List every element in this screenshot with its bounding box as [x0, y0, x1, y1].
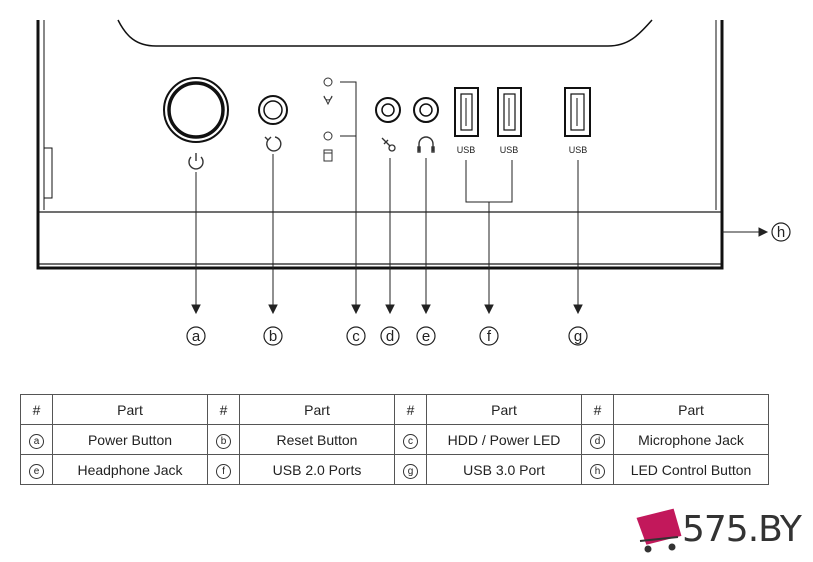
- row-letter: f: [216, 463, 231, 479]
- row-part: Power Button: [52, 424, 208, 455]
- case-outline: [36, 20, 724, 270]
- hdd-icon: [323, 149, 333, 162]
- top-window: [117, 19, 653, 47]
- callout-b: b: [263, 326, 283, 346]
- microphone-icon: [381, 137, 396, 152]
- svg-text:h: h: [777, 224, 785, 241]
- row-part: Reset Button: [239, 424, 395, 455]
- table-header-row: # Part # Part # Part # Part: [20, 394, 769, 425]
- svg-text:a: a: [192, 328, 201, 345]
- table-row: a Power Button b Reset Button c HDD / Po…: [20, 424, 769, 455]
- callout-f: f: [479, 326, 499, 346]
- power-icon: [188, 153, 204, 170]
- parts-table: # Part # Part # Part # Part a Power Butt…: [20, 394, 769, 485]
- callout-a: a: [186, 326, 206, 346]
- microphone-jack-inner: [381, 103, 395, 117]
- callout-d: d: [380, 326, 400, 346]
- header-part: Part: [239, 394, 395, 425]
- headphone-icon: [417, 136, 435, 153]
- power-led-icon: [323, 95, 333, 106]
- header-part: Part: [613, 394, 769, 425]
- row-part: Microphone Jack: [613, 424, 769, 455]
- svg-text:e: e: [422, 328, 430, 345]
- row-letter: b: [216, 433, 231, 449]
- reset-button: [258, 95, 288, 125]
- header-num: #: [394, 394, 427, 425]
- callout-e: e: [416, 326, 436, 346]
- row-part: USB 2.0 Ports: [239, 454, 395, 485]
- svg-text:d: d: [386, 328, 394, 345]
- callout-g: g: [568, 326, 588, 346]
- header-part: Part: [52, 394, 208, 425]
- row-letter: c: [403, 433, 418, 449]
- table-row: e Headphone Jack f USB 2.0 Ports g USB 3…: [20, 454, 769, 485]
- reset-button-inner: [263, 100, 283, 120]
- row-part: LED Control Button: [613, 454, 769, 485]
- callout-c: c: [346, 326, 366, 346]
- row-part: Headphone Jack: [52, 454, 208, 485]
- svg-text:g: g: [574, 328, 582, 345]
- header-part: Part: [426, 394, 582, 425]
- usb3-port: [564, 87, 591, 137]
- front-panel-diagram: USB USB USB a b c d: [36, 19, 791, 346]
- usb-port-1: [454, 87, 479, 137]
- header-num: #: [20, 394, 53, 425]
- logo-cart-icon: [636, 508, 682, 553]
- hdd-led: [323, 131, 333, 141]
- front-bezel: [37, 211, 723, 265]
- usb-label-2: USB: [500, 145, 519, 155]
- reset-icon: [264, 136, 282, 152]
- svg-text:f: f: [487, 328, 492, 345]
- callout-h: h: [771, 222, 791, 242]
- row-letter: a: [29, 433, 44, 449]
- headphone-jack: [413, 97, 439, 123]
- usb-port-2: [497, 87, 522, 137]
- usb-label-3: USB: [569, 145, 588, 155]
- leader-lines: [191, 154, 769, 315]
- usb2-bracket: [465, 160, 513, 306]
- headphone-jack-inner: [419, 103, 433, 117]
- row-letter: d: [590, 433, 605, 449]
- header-num: #: [581, 394, 614, 425]
- svg-text:c: c: [352, 328, 360, 345]
- header-num: #: [207, 394, 240, 425]
- usb-label-1: USB: [457, 145, 476, 155]
- led-leader-line: [340, 81, 357, 306]
- power-button: [163, 77, 229, 143]
- power-led: [323, 77, 333, 87]
- row-letter: h: [590, 463, 605, 479]
- row-letter: g: [403, 463, 418, 479]
- row-part: USB 3.0 Port: [426, 454, 582, 485]
- left-side-tab: [43, 147, 53, 199]
- svg-text:b: b: [269, 328, 277, 345]
- logo-text: 575.BY: [682, 509, 802, 550]
- site-logo: 575.BY: [632, 505, 812, 555]
- row-part: HDD / Power LED: [426, 424, 582, 455]
- microphone-jack: [375, 97, 401, 123]
- row-letter: e: [29, 463, 44, 479]
- power-button-inner: [167, 81, 225, 139]
